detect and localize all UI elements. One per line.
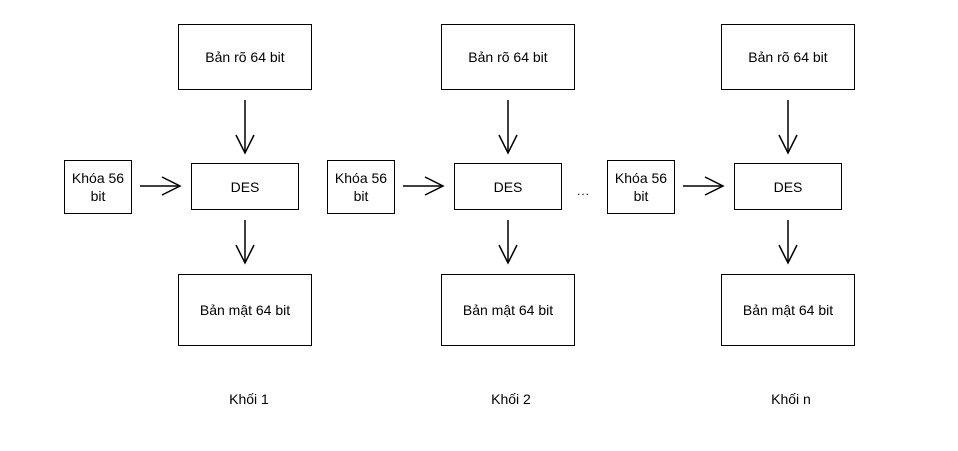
block-caption-1: Khối 1 (229, 391, 269, 407)
ellipsis: ... (577, 184, 591, 198)
plaintext-box-2: Bản rõ 64 bit (441, 24, 575, 90)
des-box-2: DES (454, 163, 562, 210)
plaintext-box-1: Bản rõ 64 bit (178, 24, 312, 90)
ciphertext-label-n: Bản mật 64 bit (742, 302, 834, 318)
ciphertext-box-2: Bản mật 64 bit (441, 274, 575, 346)
block-caption-n: Khối n (771, 391, 811, 407)
ciphertext-box-1: Bản mật 64 bit (178, 274, 312, 346)
key-label-n: Khóa 56 bit (614, 170, 668, 204)
arrowhead-key-to-des-n (704, 176, 725, 196)
arrowhead-plaintext-to-des-1 (235, 134, 255, 155)
key-label-2: Khóa 56 bit (334, 170, 388, 204)
plaintext-label-2: Bản rõ 64 bit (468, 49, 548, 65)
des-box-n: DES (734, 163, 842, 210)
arrowhead-key-to-des-1 (161, 176, 182, 196)
ciphertext-label-2: Bản mật 64 bit (462, 302, 554, 318)
des-box-1: DES (191, 163, 299, 210)
des-label-n: DES (773, 178, 803, 195)
key-box-1: Khóa 56 bit (64, 160, 132, 214)
plaintext-label-n: Bản rõ 64 bit (748, 49, 828, 65)
plaintext-label-1: Bản rõ 64 bit (205, 49, 285, 65)
des-label-2: DES (493, 178, 523, 195)
key-label-1: Khóa 56 bit (71, 170, 125, 204)
plaintext-box-n: Bản rõ 64 bit (721, 24, 855, 90)
key-box-2: Khóa 56 bit (327, 160, 395, 214)
des-label-1: DES (230, 178, 260, 195)
block-caption-2: Khối 2 (491, 391, 531, 407)
arrowhead-plaintext-to-des-n (778, 134, 798, 155)
arrowhead-key-to-des-2 (424, 176, 445, 196)
arrowhead-des-to-ciphertext-1 (235, 244, 255, 265)
arrowhead-des-to-ciphertext-n (778, 244, 798, 265)
arrowhead-plaintext-to-des-2 (498, 134, 518, 155)
ciphertext-label-1: Bản mật 64 bit (199, 302, 291, 318)
ciphertext-box-n: Bản mật 64 bit (721, 274, 855, 346)
arrowhead-des-to-ciphertext-2 (498, 244, 518, 265)
key-box-n: Khóa 56 bit (607, 160, 675, 214)
